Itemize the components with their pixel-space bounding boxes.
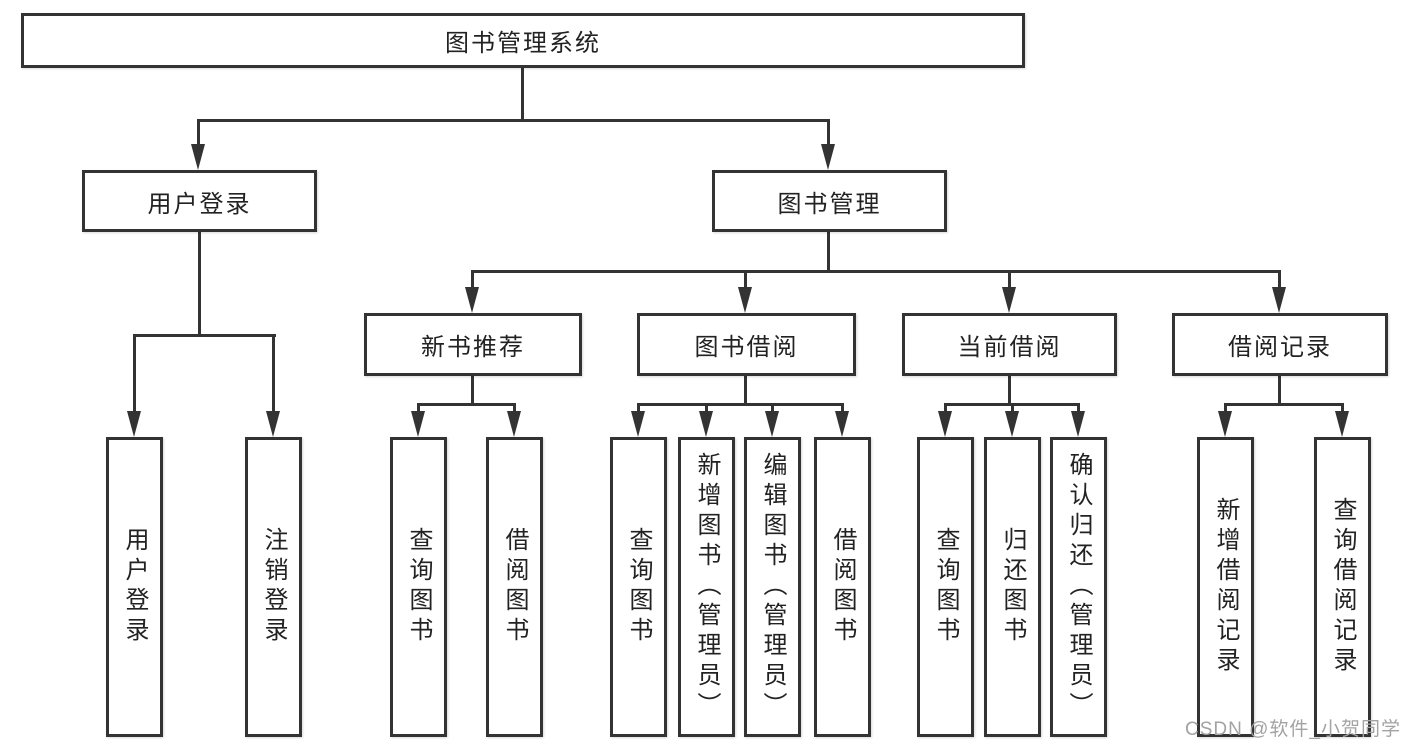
leaf-nb-query-books: 查询图书 bbox=[390, 437, 447, 737]
connector-drop-book-mgmt bbox=[827, 119, 830, 146]
connector-drop-bb-add bbox=[705, 403, 708, 415]
csdn-watermark: CSDN @软件_小贺同学 bbox=[1185, 719, 1401, 740]
connector-level3-bar bbox=[471, 270, 1281, 273]
arrowhead-current-borrow bbox=[1002, 287, 1016, 313]
leaf-nb-borrow-books: 借阅图书 bbox=[486, 437, 543, 737]
connector-drop-cb-query bbox=[944, 403, 947, 415]
arrowhead-book-mgmt bbox=[821, 144, 835, 170]
node-user-login: 用户登录 bbox=[82, 170, 317, 232]
leaf-br-query-record: 查询借阅记录 bbox=[1314, 437, 1371, 737]
connector-drop-current-borrow bbox=[1008, 270, 1011, 290]
arrowhead-book-borrow bbox=[738, 287, 752, 313]
leaf-cb-query-books: 查询图书 bbox=[917, 437, 974, 737]
arrowhead-bb-edit bbox=[765, 411, 779, 437]
arrowhead-bb-add bbox=[699, 411, 713, 437]
arrowhead-user-login bbox=[191, 144, 205, 170]
arrowhead-logout bbox=[266, 411, 280, 437]
connector-borrow-records-stem bbox=[1278, 376, 1281, 406]
connector-drop-bb-query bbox=[637, 403, 640, 415]
arrowhead-br-query bbox=[1335, 411, 1349, 437]
connector-book-mgmt-stem bbox=[827, 232, 830, 273]
node-book-borrow: 图书借阅 bbox=[637, 313, 856, 376]
leaf-bb-add-books-admin: 新增图书（管理员） bbox=[678, 437, 735, 737]
leaf-user-login: 用户登录 bbox=[106, 437, 163, 737]
connector-level2-bar bbox=[197, 119, 830, 122]
node-borrow-records: 借阅记录 bbox=[1172, 313, 1388, 376]
connector-drop-br-query bbox=[1341, 403, 1344, 415]
arrowhead-cb-return bbox=[1005, 411, 1019, 437]
connector-drop-cb-confirm bbox=[1077, 403, 1080, 415]
arrowhead-nb-query bbox=[411, 411, 425, 437]
arrowhead-new-books bbox=[465, 287, 479, 313]
leaf-cb-return-books: 归还图书 bbox=[984, 437, 1041, 737]
connector-drop-br-add bbox=[1224, 403, 1227, 415]
arrowhead-login bbox=[127, 411, 141, 437]
leaf-bb-borrow-books: 借阅图书 bbox=[814, 437, 871, 737]
arrowhead-nb-borrow bbox=[507, 411, 521, 437]
connector-drop-user-login bbox=[197, 119, 200, 146]
node-book-mgmt: 图书管理 bbox=[712, 170, 947, 232]
connector-new-books-stem bbox=[471, 376, 474, 406]
connector-drop-book-borrow bbox=[744, 270, 747, 290]
connector-drop-bb-borrow bbox=[841, 403, 844, 415]
connector-root-stem bbox=[521, 68, 524, 121]
connector-drop-nb-borrow bbox=[513, 403, 516, 415]
arrowhead-bb-query bbox=[631, 411, 645, 437]
connector-borrow-records-bar bbox=[1224, 403, 1344, 406]
arrowhead-borrow-records bbox=[1272, 287, 1286, 313]
connector-drop-cb-return bbox=[1011, 403, 1014, 415]
connector-user-login-bar bbox=[133, 334, 276, 337]
leaf-br-add-record: 新增借阅记录 bbox=[1197, 437, 1254, 737]
arrowhead-cb-query bbox=[938, 411, 952, 437]
leaf-bb-query-books: 查询图书 bbox=[610, 437, 667, 737]
connector-drop-borrow-records bbox=[1278, 270, 1281, 290]
connector-user-login-stem bbox=[198, 232, 201, 336]
connector-book-borrow-stem bbox=[744, 376, 747, 406]
connector-book-borrow-bar bbox=[637, 403, 844, 406]
node-current-borrow: 当前借阅 bbox=[902, 313, 1117, 376]
connector-drop-nb-query bbox=[417, 403, 420, 415]
arrowhead-br-add bbox=[1218, 411, 1232, 437]
arrowhead-cb-confirm bbox=[1071, 411, 1085, 437]
node-root: 图书管理系统 bbox=[21, 13, 1025, 68]
connector-drop-logout bbox=[272, 334, 275, 413]
leaf-logout: 注销登录 bbox=[245, 437, 302, 737]
leaf-bb-edit-books-admin: 编辑图书（管理员） bbox=[744, 437, 801, 737]
connector-new-books-bar bbox=[417, 403, 516, 406]
connector-drop-bb-edit bbox=[771, 403, 774, 415]
node-new-books: 新书推荐 bbox=[364, 313, 582, 376]
leaf-cb-confirm-return-admin: 确认归还（管理员） bbox=[1050, 437, 1107, 737]
connector-current-borrow-stem bbox=[1008, 375, 1011, 406]
connector-drop-login bbox=[133, 334, 136, 413]
arrowhead-bb-borrow bbox=[835, 411, 849, 437]
connector-drop-new-books bbox=[471, 270, 474, 290]
